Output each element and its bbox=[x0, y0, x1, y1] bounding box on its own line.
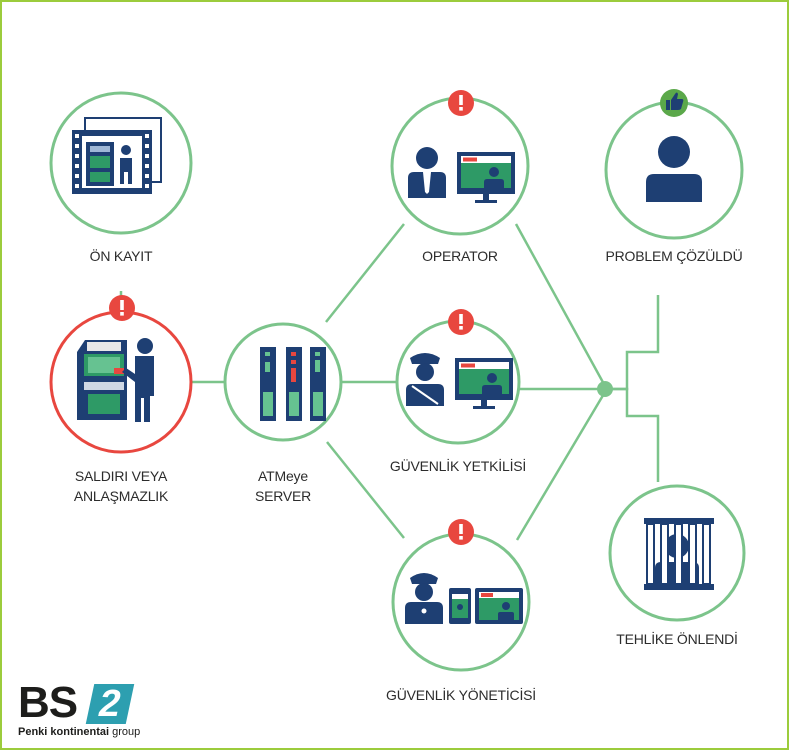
police-devices-icon bbox=[405, 573, 523, 624]
logo-number: 2 bbox=[85, 683, 135, 725]
person-icon bbox=[646, 136, 702, 202]
attack-node bbox=[49, 310, 193, 454]
alert-icon bbox=[448, 90, 474, 116]
label-server-line1: ATMeye bbox=[258, 468, 308, 484]
police-monitor-icon bbox=[406, 353, 513, 409]
logo-tagline-bold: Penki kontinentai bbox=[18, 726, 110, 738]
atm-user-icon bbox=[77, 338, 154, 422]
company-logo: BS 2 Penki kontinentai group bbox=[18, 678, 158, 744]
label-pre-record: ÖN KAYIT bbox=[89, 248, 153, 264]
server-node bbox=[223, 322, 343, 442]
label-server-line2: SERVER bbox=[254, 488, 312, 504]
logo-tagline-rest: group bbox=[109, 726, 141, 738]
logo-tagline: Penki kontinentai group bbox=[18, 726, 140, 738]
alert-icon bbox=[448, 309, 474, 335]
label-security-officer: GÜVENLİK YETKİLİSİ bbox=[389, 458, 527, 474]
junction-node bbox=[597, 381, 613, 397]
label-attack-line1: SALDIRI VEYA bbox=[74, 468, 168, 484]
label-security-manager: GÜVENLİK YÖNETİCİSİ bbox=[386, 687, 536, 703]
thumbs-up-icon bbox=[660, 89, 688, 117]
alert-icon bbox=[448, 519, 474, 545]
pre-record-node bbox=[49, 91, 193, 235]
operator-monitor-icon bbox=[408, 147, 515, 203]
label-threat-prevented: TEHLİKE ÖNLENDİ bbox=[616, 631, 738, 647]
security-manager-node bbox=[391, 532, 531, 672]
logo-letters: BS bbox=[18, 678, 78, 727]
operator-node bbox=[390, 96, 530, 236]
problem-solved-node bbox=[604, 100, 744, 240]
film-strip-icon bbox=[72, 117, 162, 194]
connector-lines bbox=[119, 223, 660, 541]
label-attack-line2: ANLAŞMAZLIK bbox=[73, 488, 169, 504]
alert-icon bbox=[109, 295, 135, 321]
threat-prevented-node bbox=[608, 484, 746, 622]
server-rack-icon bbox=[260, 347, 326, 421]
jail-icon bbox=[644, 518, 714, 590]
label-problem-solved: PROBLEM ÇÖZÜLDÜ bbox=[605, 248, 743, 264]
label-operator: OPERATOR bbox=[422, 248, 498, 264]
security-officer-node bbox=[395, 319, 521, 445]
